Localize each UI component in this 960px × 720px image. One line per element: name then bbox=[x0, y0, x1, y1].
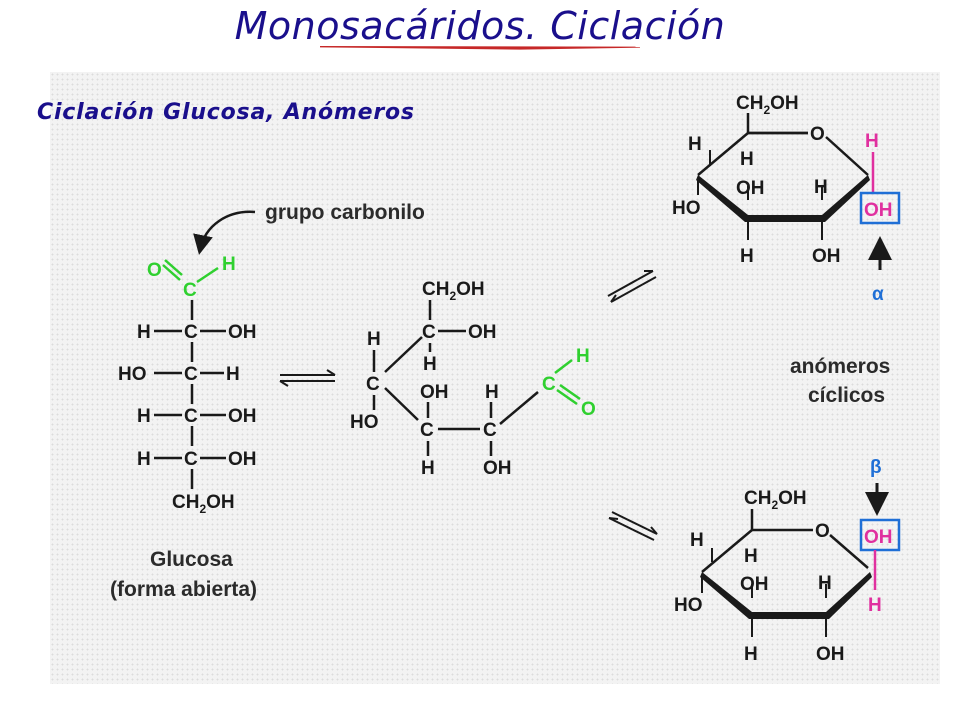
alpha-c3-oh: OH bbox=[736, 178, 765, 199]
alpha-ring-o: O bbox=[810, 124, 825, 145]
figure-panel bbox=[50, 72, 940, 684]
beta-c3-h: H bbox=[744, 644, 758, 665]
glucose-bent-chain: CH2OH C OH H H C HO OH C H H C OH C H O bbox=[350, 279, 596, 479]
c5-oh: OH bbox=[228, 449, 257, 470]
c2-oh: OH bbox=[228, 322, 257, 343]
glucose-open-chain: O C H H C OH HO C H H C OH H C OH bbox=[118, 254, 257, 516]
beta-ch2oh: CH2OH bbox=[744, 488, 807, 512]
equilibrium-arrow-alpha bbox=[607, 270, 657, 303]
c2-h: H bbox=[137, 322, 151, 343]
bent-c2-h: H bbox=[485, 382, 499, 403]
bent-c3-h: H bbox=[421, 458, 435, 479]
carbonyl-pointer-arrow bbox=[193, 210, 256, 255]
beta-c3-oh: OH bbox=[740, 574, 769, 595]
bent-c1-o: O bbox=[581, 399, 596, 420]
beta-c5-h: H bbox=[744, 546, 758, 567]
alpha-c5-h: H bbox=[740, 149, 754, 170]
bent-ch2oh: CH2OH bbox=[422, 279, 485, 303]
beta-anomeric-oh: OH bbox=[864, 527, 893, 548]
slide-title: Monosacáridos. Ciclación bbox=[234, 4, 726, 48]
alpha-oh-highlight bbox=[859, 191, 901, 225]
equilibrium-arrow-1 bbox=[279, 369, 336, 387]
aldehyde-h: H bbox=[222, 254, 236, 275]
bent-c4: C bbox=[366, 374, 380, 395]
bent-c5: C bbox=[422, 322, 436, 343]
alpha-c2-oh: OH bbox=[812, 246, 841, 267]
c3: C bbox=[184, 364, 198, 385]
beta-c4-ho: HO bbox=[674, 595, 703, 616]
alpha-glucopyranose: CH2OH O H HO H OH H H OH H OH α bbox=[672, 93, 901, 305]
alpha-c4-h: H bbox=[688, 134, 702, 155]
c3-h: H bbox=[226, 364, 240, 385]
c4-h: H bbox=[137, 406, 151, 427]
alpha-c2-h: H bbox=[814, 177, 828, 198]
alpha-c3-h: H bbox=[740, 246, 754, 267]
bent-c4-ho: HO bbox=[350, 412, 379, 433]
alpha-ch2oh: CH2OH bbox=[736, 93, 799, 117]
beta-anomeric-h: H bbox=[868, 595, 882, 616]
beta-ring-o: O bbox=[815, 521, 830, 542]
beta-glucopyranose: CH2OH O H HO H OH H H OH OH H β bbox=[674, 457, 901, 665]
bent-c5-oh: OH bbox=[468, 322, 497, 343]
c3-ho: HO bbox=[118, 364, 147, 385]
alpha-anomeric-oh: OH bbox=[864, 200, 893, 221]
beta-c2-h: H bbox=[818, 573, 832, 594]
slide-subtitle: Ciclación Glucosa, Anómeros bbox=[37, 100, 415, 125]
cyclic-label: cíclicos bbox=[808, 384, 885, 407]
aldehyde-o: O bbox=[147, 260, 162, 281]
alpha-c4-ho: HO bbox=[672, 198, 701, 219]
open-form-label: (forma abierta) bbox=[110, 578, 257, 601]
carbonyl-group-label: grupo carbonilo bbox=[265, 201, 425, 224]
bent-c1-h: H bbox=[576, 346, 590, 367]
bent-c3-oh: OH bbox=[420, 382, 449, 403]
bent-c1: C bbox=[542, 374, 556, 395]
beta-c2-oh: OH bbox=[816, 644, 845, 665]
bent-c2: C bbox=[483, 420, 497, 441]
c5: C bbox=[184, 449, 198, 470]
c2: C bbox=[184, 322, 198, 343]
beta-symbol: β bbox=[870, 457, 882, 478]
bent-c3: C bbox=[420, 420, 434, 441]
c5-h: H bbox=[137, 449, 151, 470]
bent-c2-oh: OH bbox=[483, 458, 512, 479]
alpha-symbol: α bbox=[872, 284, 884, 305]
bent-c5-h: H bbox=[423, 354, 437, 375]
c4-oh: OH bbox=[228, 406, 257, 427]
c4: C bbox=[184, 406, 198, 427]
title-underline bbox=[320, 46, 640, 50]
anomers-label: anómeros bbox=[790, 355, 890, 378]
c6-ch2oh: CH2OH bbox=[172, 492, 235, 516]
beta-oh-highlight bbox=[859, 518, 901, 552]
alpha-anomeric-h: H bbox=[865, 131, 879, 152]
bent-c4-h: H bbox=[367, 329, 381, 350]
beta-c4-h: H bbox=[690, 530, 704, 551]
glucose-label: Glucosa bbox=[150, 548, 233, 571]
equilibrium-arrow-beta bbox=[608, 511, 658, 541]
aldehyde-c: C bbox=[183, 280, 197, 301]
